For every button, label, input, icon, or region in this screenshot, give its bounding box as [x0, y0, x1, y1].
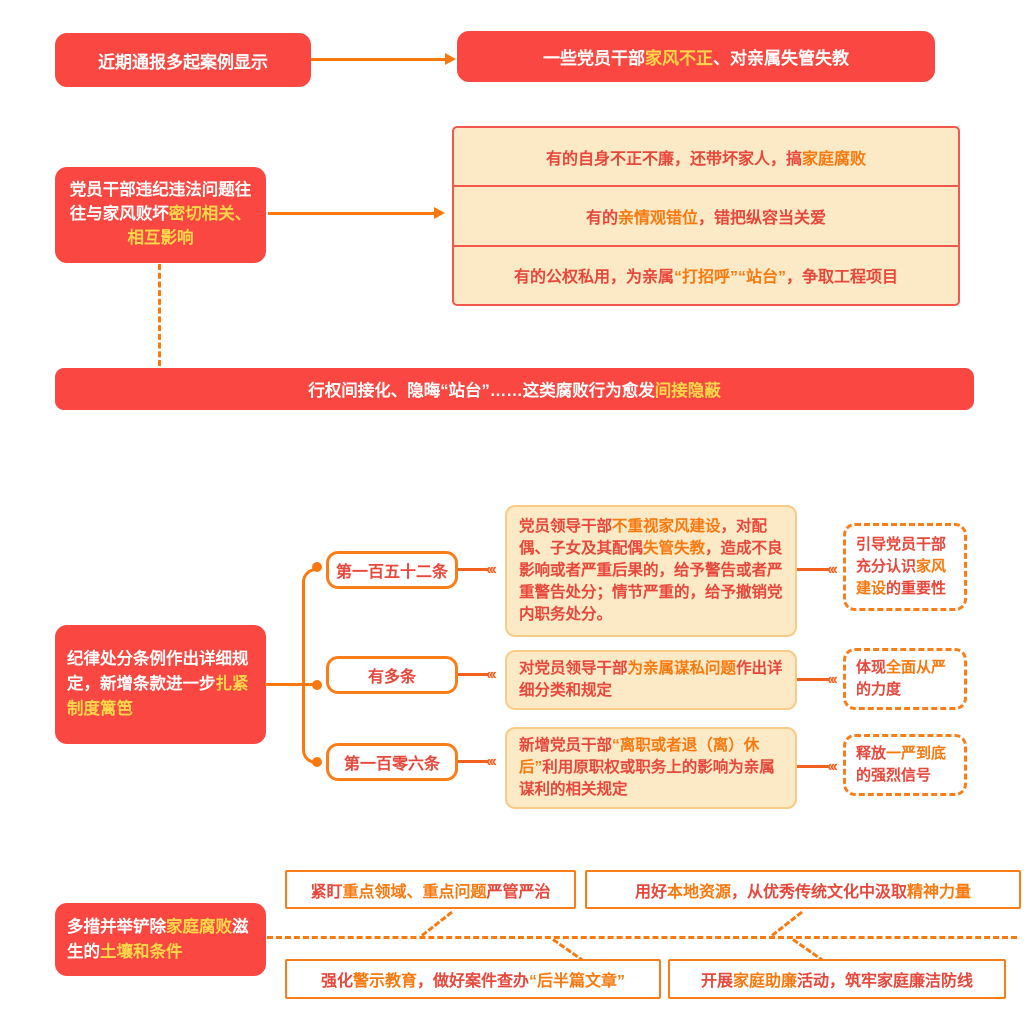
note-strong-signal: 释放一严到底的强烈信号 — [843, 734, 967, 796]
connector-dot — [312, 562, 322, 572]
measure-family-integrity-box: 开展家庭助廉活动，筑牢家庭廉洁防线 — [668, 959, 1006, 999]
case-reports-text: 近期通报多起案例显示 — [98, 52, 268, 72]
arrow-line-1 — [311, 58, 447, 61]
chevron-marker-icon: ‹‹‹ — [827, 671, 838, 688]
measure-key-areas-box: 紧盯重点领域、重点问题严管严治 — [285, 870, 576, 909]
chevron-marker-icon: ‹‹‹ — [486, 666, 497, 683]
branch-bracket — [302, 568, 318, 764]
article-106-label: 第一百零六条 — [326, 743, 458, 781]
example-row-2-text: 有的亲情观错位，错把纵容当关爱 — [585, 209, 827, 227]
chevron-marker-icon: ‹‹‹ — [827, 561, 838, 578]
examples-table: 有的自身不正不廉，还带坏家人，搞家庭腐败 有的亲情观错位，错把纵容当关爱 有的公… — [452, 126, 960, 306]
article-152-label: 第一百五十二条 — [326, 551, 458, 589]
bad-family-style-text: 一些党员干部家风不正、对亲属失管失教 — [543, 49, 849, 68]
multiple-articles-label: 有多条 — [326, 656, 458, 694]
dashed-branch-up-1 — [421, 910, 453, 937]
note-family-importance: 引导党员干部充分认识家风建设的重要性 — [843, 523, 967, 611]
measure-warning-education-text: 强化警示教育，做好案件查办“后半篇文章” — [320, 973, 626, 990]
hidden-corruption-banner: 行权间接化、隐晦“站台”……这类腐败行为愈发间接隐蔽 — [55, 368, 974, 410]
branch-stem-line — [265, 683, 318, 686]
regulations-box: 纪律处分条例作出详细规定，新增条款进一步扎紧制度篱笆 — [55, 625, 266, 744]
example-row-2: 有的亲情观错位，错把纵容当关爱 — [454, 185, 958, 244]
example-row-3: 有的公权私用，为亲属“打招呼”“站台”，争取工程项目 — [454, 244, 958, 304]
article-106-content: 新增党员干部“离职或者退（离）休后”利用原职权或职务上的影响为亲属谋利的相关规定 — [505, 727, 797, 809]
chevron-marker-icon: ‹‹‹ — [827, 758, 838, 775]
multiple-articles-content-text: 对党员领导干部为亲属谋私问题作出详细分类和规定 — [519, 660, 783, 699]
measure-key-areas-text: 紧盯重点领域、重点问题严管严治 — [310, 883, 551, 901]
chevron-line — [458, 568, 488, 571]
article-152-content-text: 党员领导干部不重视家风建设，对配偶、子女及其配偶失管失教，造成不良影响或者严重后… — [519, 518, 783, 623]
note-strictness-text: 体现全面从严的力度 — [856, 659, 947, 698]
example-row-3-text: 有的公权私用，为亲属“打招呼”“站台”，争取工程项目 — [513, 269, 899, 287]
arrow-line-2 — [268, 212, 436, 215]
note-strictness: 体现全面从严的力度 — [843, 648, 967, 710]
chevron-line — [458, 673, 488, 676]
note-strong-signal-text: 释放一严到底的强烈信号 — [856, 745, 947, 784]
dashed-connector-horizontal — [267, 936, 1017, 939]
regulations-text: 纪律处分条例作出详细规定，新增条款进一步扎紧制度篱笆 — [67, 650, 249, 718]
article-152-label-text: 第一百五十二条 — [335, 564, 448, 581]
chevron-line — [797, 765, 829, 768]
chevron-marker-icon: ‹‹‹ — [486, 753, 497, 770]
article-152-content: 党员领导干部不重视家风建设，对配偶、子女及其配偶失管失教，造成不良影响或者严重后… — [505, 505, 797, 637]
arrowhead-icon — [445, 53, 456, 65]
violation-family-link-box: 党员干部违纪违法问题往往与家风败坏密切相关、相互影响 — [55, 167, 266, 263]
measure-local-resources-box: 用好本地资源，从优秀传统文化中汲取精神力量 — [585, 870, 1021, 909]
measure-family-integrity-text: 开展家庭助廉活动，筑牢家庭廉洁防线 — [700, 973, 974, 990]
measure-local-resources-text: 用好本地资源，从优秀传统文化中汲取精神力量 — [634, 883, 972, 901]
chevron-line — [797, 568, 829, 571]
measures-box: 多措并举铲除家庭腐败滋生的土壤和条件 — [55, 903, 266, 976]
multiple-articles-label-text: 有多条 — [367, 669, 416, 686]
chevron-marker-icon: ‹‹‹ — [486, 561, 497, 578]
example-row-1-text: 有的自身不正不廉，还带坏家人，搞家庭腐败 — [545, 150, 867, 168]
violation-family-link-text: 党员干部违纪违法问题往往与家风败坏密切相关、相互影响 — [69, 181, 252, 247]
chevron-line — [458, 760, 488, 763]
case-reports-box: 近期通报多起案例显示 — [55, 33, 311, 87]
multiple-articles-content: 对党员领导干部为亲属谋私问题作出详细分类和规定 — [505, 650, 797, 710]
arrowhead-icon — [434, 207, 445, 219]
hidden-corruption-text: 行权间接化、隐晦“站台”……这类腐败行为愈发间接隐蔽 — [308, 382, 721, 400]
measures-text: 多措并举铲除家庭腐败滋生的土壤和条件 — [67, 917, 249, 961]
connector-dot — [312, 680, 322, 690]
bad-family-style-box: 一些党员干部家风不正、对亲属失管失教 — [457, 31, 935, 82]
dashed-branch-up-2 — [771, 910, 803, 937]
article-106-label-text: 第一百零六条 — [343, 756, 440, 773]
note-family-importance-text: 引导党员干部充分认识家风建设的重要性 — [856, 536, 947, 597]
article-106-content-text: 新增党员干部“离职或者退（离）休后”利用原职权或职务上的影响为亲属谋利的相关规定 — [519, 737, 775, 798]
dashed-connector-vertical — [158, 264, 161, 366]
connector-dot — [312, 757, 322, 767]
chevron-line — [797, 678, 829, 681]
example-row-1: 有的自身不正不廉，还带坏家人，搞家庭腐败 — [454, 128, 958, 185]
measure-warning-education-box: 强化警示教育，做好案件查办“后半篇文章” — [285, 959, 661, 999]
